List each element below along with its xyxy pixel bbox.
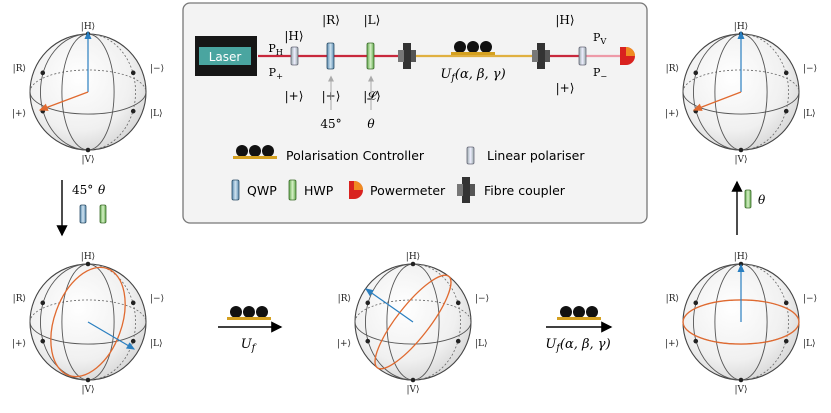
sphere-label-L: |L⟩ [803,339,816,349]
step4-theta-label: θ [758,193,766,207]
sphere-label-minus: |−⟩ [150,64,164,74]
step3-label: Uf(α, β, γ) [545,337,610,354]
hwp-angle-label: θ [367,117,375,131]
polariser-input [290,46,299,66]
sphere-after-uf-abg: |H⟩ |V⟩ |R⟩ |−⟩ |+⟩ |L⟩ [665,252,817,395]
sphere-label-minus: |−⟩ [475,294,489,304]
laser-label: Laser [209,50,242,64]
step1-hwp-icon [99,204,107,224]
pol-V-label: PV [593,31,607,46]
sphere-label-L: |L⟩ [475,339,488,349]
pol-plus-label: P+ [269,66,283,81]
sphere-label-R: |R⟩ [13,294,26,304]
sphere-after-uf: |H⟩ |V⟩ |R⟩ |−⟩ |+⟩ |L⟩ [337,252,489,395]
step2-pc-icon [227,306,271,320]
sphere-label-V: |V⟩ [734,385,747,395]
rotation-axis [38,91,89,111]
powermeter [620,47,635,65]
sphere-label-R: |R⟩ [13,64,26,74]
ket-plus-3: |+⟩ [556,81,575,95]
ket-H-out: |H⟩ [555,13,574,27]
state-vector [365,288,414,323]
ket-Lcal: |𝓛⟩ [363,89,380,103]
sphere-initial: |H⟩ |V⟩ |R⟩ |−⟩ |+⟩ |L⟩ [12,22,164,165]
sphere-final: |H⟩ |V⟩ |R⟩ |−⟩ |+⟩ |L⟩ [665,22,817,165]
legend-polariser-icon [466,146,475,165]
legend-hwp-icon [288,179,297,201]
qwp-element [326,42,335,70]
step4-hwp-icon [744,189,752,209]
transition-left-down: 45° θ [56,180,107,237]
sphere-label-plus: |+⟩ [12,109,26,119]
pol-H-label: PH [268,42,283,57]
sphere-label-minus: |−⟩ [150,294,164,304]
step1-qwp-icon [79,204,87,224]
polarisation-controller [451,41,495,55]
legend-coupler-label: Fibre coupler [484,183,566,198]
ket-H-in: |H⟩ [284,29,303,43]
sphere-label-minus: |−⟩ [803,294,817,304]
qwp-angle-label: 45° [320,117,341,131]
legend-pc-label: Polarisation Controller [286,148,425,163]
sphere-label-R: |R⟩ [666,294,679,304]
legend-qwp-icon [231,179,240,201]
sphere-label-L: |L⟩ [150,109,163,119]
sphere-label-H: |H⟩ [81,252,95,262]
transition-uf: Uf [218,306,283,354]
sphere-label-V: |V⟩ [406,385,419,395]
sphere-label-plus: |+⟩ [12,339,26,349]
legend-qwp-label: QWP [247,183,277,198]
sphere-label-L: |L⟩ [803,109,816,119]
sphere-label-plus: |+⟩ [665,109,679,119]
unitary-label: Uf(α, β, γ) [440,67,505,84]
sphere-after-waveplates: |H⟩ |V⟩ |R⟩ |−⟩ |+⟩ |L⟩ [12,252,164,395]
laser-source: Laser [195,36,257,76]
sphere-label-R: |R⟩ [338,294,351,304]
step1-angle-label: 45° [72,183,93,197]
transition-right-up: θ [731,180,766,235]
sphere-label-H: |H⟩ [734,22,748,32]
ket-plus-1: |+⟩ [285,89,304,103]
pol-minus-label: P− [593,66,607,81]
legend-hwp-label: HWP [304,183,334,198]
sphere-label-plus: |+⟩ [665,339,679,349]
sphere-label-L: |L⟩ [150,339,163,349]
trajectory-orange [374,274,452,370]
legend-powermeter-icon [349,181,363,199]
rotation-axis [692,91,742,111]
sphere-label-H: |H⟩ [406,252,420,262]
setup-panel: Laser |H⟩ PH P+ |+⟩ |R⟩ |+⟩ 45° |L⟩ |𝓛⟩ … [182,2,648,224]
step3-pc-icon [557,306,601,320]
legend-polariser-label: Linear polariser [487,148,585,163]
step2-label: Uf [241,337,258,354]
ket-L: |L⟩ [364,13,381,27]
trajectory-orange [50,266,126,378]
sphere-label-minus: |−⟩ [803,64,817,74]
sphere-label-H: |H⟩ [734,252,748,262]
sphere-label-V: |V⟩ [734,155,747,165]
sphere-label-plus: |+⟩ [337,339,351,349]
legend-pc-icon [233,145,277,159]
sphere-label-H: |H⟩ [81,22,95,32]
legend: Polarisation Controller Linear polariser… [231,145,585,203]
sphere-label-R: |R⟩ [666,64,679,74]
step1-theta-label: θ [98,183,106,197]
transition-uf-abg: Uf(α, β, γ) [545,306,613,354]
hwp-element [366,42,375,70]
legend-powermeter-label: Powermeter [370,183,446,198]
sphere-label-V: |V⟩ [81,385,94,395]
ket-R: |R⟩ [322,13,340,27]
polariser-output [578,46,587,66]
sphere-label-V: |V⟩ [81,155,94,165]
state-vector [87,321,136,350]
